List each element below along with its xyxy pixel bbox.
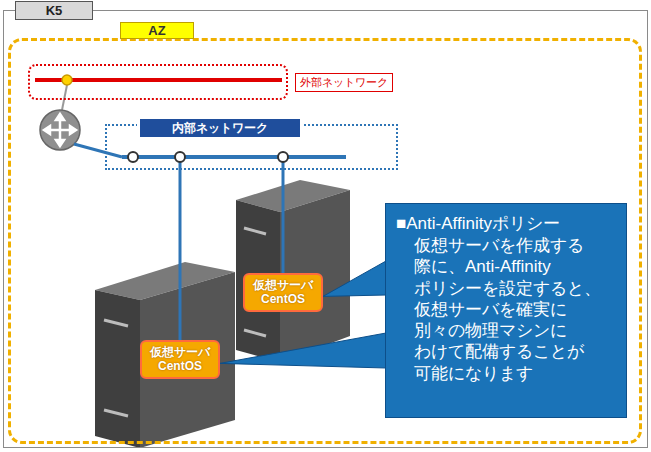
cloud-frame: 外部ネットワーク内部ネットワーク仮想サーバ CentOS 仮想サーバ CentOS…: [3, 10, 648, 448]
virtual-server: 仮想サーバ CentOS: [140, 340, 220, 379]
network-label: 外部ネットワーク: [295, 73, 393, 92]
internal-network-line: [122, 155, 346, 159]
az-region: 外部ネットワーク内部ネットワーク仮想サーバ CentOS 仮想サーバ CentOS…: [8, 38, 642, 444]
callout-tail: [323, 261, 386, 296]
az-label: AZ: [120, 22, 194, 39]
callout-tail: [220, 333, 386, 368]
virtual-server: 仮想サーバ CentOS: [243, 273, 323, 312]
server-label: 仮想サーバ CentOS: [247, 278, 319, 307]
internal-network: 内部ネットワーク: [105, 124, 398, 170]
router-uplink: [62, 85, 67, 110]
server-tower: [236, 180, 350, 362]
callout-heading: ■Anti-Affinityポリシー: [396, 213, 618, 235]
network-port: [128, 152, 138, 162]
network-label: 内部ネットワーク: [140, 119, 300, 137]
router-downlink: [74, 144, 122, 157]
callout-box: ■Anti-Affinityポリシー仮想サーバを作成する 際に、Anti-Aff…: [385, 203, 627, 418]
network-port: [175, 152, 185, 162]
server-label: 仮想サーバ CentOS: [144, 345, 216, 374]
network-port: [62, 75, 72, 85]
external-network: 外部ネットワーク: [28, 64, 288, 100]
network-port: [278, 152, 288, 162]
server-tower: [95, 262, 235, 448]
callout-body: 仮想サーバを作成する 際に、Anti-Affinity ポリシーを設定すると、 …: [414, 235, 618, 384]
router-arrows: [44, 114, 76, 146]
network-wire: [179, 157, 182, 340]
cloud-label: K5: [15, 1, 93, 20]
network-wire: [282, 157, 285, 273]
